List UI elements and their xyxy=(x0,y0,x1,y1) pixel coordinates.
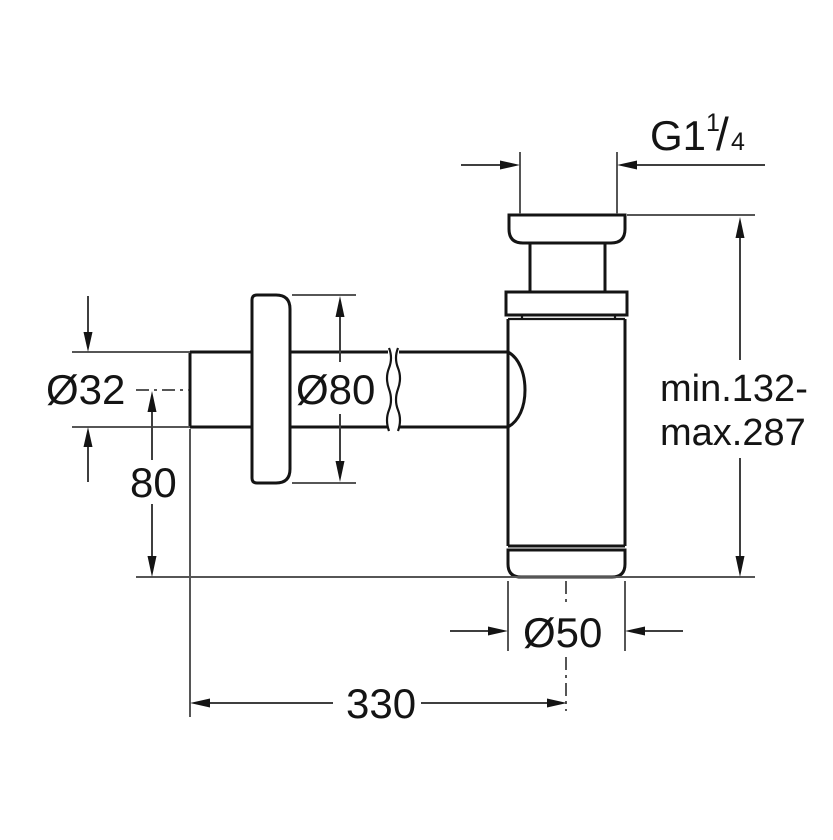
rosette-extension-lines xyxy=(292,294,356,484)
dim-body-diameter: Ø50 xyxy=(450,581,683,656)
dim-rosette-diameter: Ø80 xyxy=(292,294,375,484)
dim-height-range: min.132- max.287 xyxy=(627,214,808,577)
trap-body-fill xyxy=(508,319,625,546)
rosette-arrowhead-bottom xyxy=(335,461,345,482)
dim-thread-size: G1 1 / 4 xyxy=(461,108,765,214)
trap-body-outline xyxy=(506,319,627,548)
bottom-cap xyxy=(506,548,627,579)
dim-projection-length: 330 xyxy=(189,429,567,727)
inlet-pipe-fill xyxy=(190,352,508,427)
thread-arrowhead-right xyxy=(617,160,637,170)
collar-joint-line xyxy=(508,315,625,321)
inlet-extension-lines xyxy=(72,351,190,428)
body-extension-lines xyxy=(507,581,626,651)
projection-length-label: 330 xyxy=(346,680,416,727)
rosette-diameter-label: Ø80 xyxy=(296,366,375,413)
inlet-pipe-outline xyxy=(188,350,508,429)
height-range-label-line1: min.132- xyxy=(660,368,808,410)
projection-arrowhead-right xyxy=(547,698,567,708)
top-cap xyxy=(507,213,627,245)
pipe-break-left-line xyxy=(385,347,393,432)
thread-extension-lines xyxy=(519,152,618,214)
body-arrowhead-left xyxy=(488,626,508,636)
height80-arrowhead-top xyxy=(147,391,157,412)
height-arrowhead-top xyxy=(735,217,745,238)
inlet-arrowhead-bottom xyxy=(83,427,93,447)
inlet-diameter-label: Ø32 xyxy=(46,366,125,413)
height-range-label-line2: max.287 xyxy=(660,412,806,454)
height80-arrowhead-bottom xyxy=(147,556,157,577)
dim-inlet-center-height: 80 xyxy=(130,389,189,577)
thread-label-numerator: 1 xyxy=(706,109,720,137)
body-diameter-label: Ø50 xyxy=(523,609,602,656)
dimension-annotations: G1 1 / 4 min.132- max.287 Ø32 xyxy=(46,108,808,727)
pipe-break-right-line xyxy=(394,347,402,432)
dim-inlet-diameter: Ø32 xyxy=(46,296,190,482)
thread-arrowhead-left xyxy=(500,160,520,170)
wall-rosette xyxy=(250,293,292,485)
collar-nut xyxy=(504,290,629,317)
trap-outline xyxy=(188,213,629,579)
pipe-body-junction-bulge xyxy=(506,349,527,430)
pipe-break-gap xyxy=(388,347,399,433)
body-arrowhead-right xyxy=(625,626,645,636)
projection-arrowhead-left xyxy=(190,698,210,708)
neck-fill xyxy=(530,243,605,292)
inlet-center-height-label: 80 xyxy=(130,459,177,506)
thread-label-base: G1 xyxy=(650,112,706,159)
height-arrowhead-bottom xyxy=(735,556,745,577)
inlet-arrowhead-top xyxy=(83,332,93,352)
thread-label-denominator: 4 xyxy=(731,128,745,156)
rosette-arrowhead-top xyxy=(335,296,345,317)
neck-outline xyxy=(528,243,607,292)
thread-label-slash: / xyxy=(716,108,729,160)
